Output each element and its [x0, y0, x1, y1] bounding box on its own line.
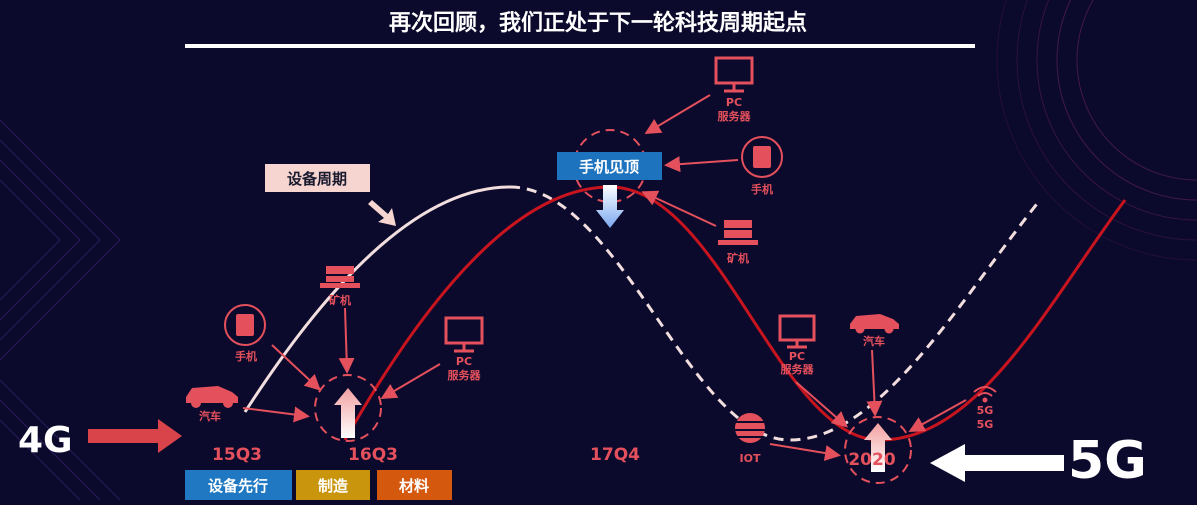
pc-label: PC [789, 350, 805, 363]
pointer-arrow-icon [368, 200, 396, 226]
car-label: 汽车 [863, 334, 885, 348]
legend-label: 设备先行 [208, 477, 268, 495]
timeline-label: 16Q3 [348, 445, 398, 465]
phone-peak-label: 手机见顶 [579, 158, 639, 176]
car-icon [850, 314, 899, 334]
device-cycle-curve-projected [509, 185, 1042, 442]
phone-icon [741, 136, 783, 178]
pc-label: PC [456, 355, 472, 368]
timeline-label: 15Q3 [212, 445, 262, 465]
phone-peak-callout [557, 152, 662, 180]
left-arrow-icon [930, 444, 1064, 482]
right-arrow-icon [88, 419, 182, 453]
5g-label: 5G [977, 404, 994, 417]
pc-label: PC [726, 96, 742, 109]
phone-icon [224, 304, 266, 346]
server-label: 服务器 [718, 109, 752, 123]
server-label: 服务器 [781, 362, 815, 376]
car-label: 汽车 [199, 409, 221, 423]
legend-manufacturing [296, 470, 370, 500]
up-arrow-icon [864, 423, 892, 472]
down-arrow-icon [596, 185, 624, 228]
legend-materials [377, 470, 452, 500]
cycle-next-circle [844, 416, 912, 484]
server-label: 服务器 [448, 368, 482, 382]
pc-server-icon [778, 314, 816, 349]
device-cycle-callout [265, 164, 370, 192]
phone-label: 手机 [235, 349, 257, 363]
industry-cycle-curve [343, 185, 1127, 442]
pc-server-icon [444, 316, 484, 353]
up-arrow-icon [334, 388, 362, 438]
timeline-label: 17Q4 [590, 445, 640, 465]
cycle-start-circle [314, 374, 382, 442]
legend-label: 材料 [399, 477, 429, 495]
device-cycle-curve [243, 185, 511, 413]
wifi-5g-icon [973, 386, 997, 403]
phone-label: 手机 [751, 182, 773, 196]
miner-label: 矿机 [329, 293, 351, 307]
connector-arrows [242, 94, 967, 461]
5g-sublabel: 5G [977, 418, 994, 431]
car-icon [186, 386, 238, 408]
4g-label: 4G [18, 420, 73, 461]
title-underline [185, 44, 975, 48]
device-cycle-label: 设备周期 [287, 170, 347, 188]
timeline-label: 2020 [848, 450, 895, 470]
miner-icon [718, 220, 758, 245]
iot-globe-icon [735, 413, 765, 443]
5g-label: 5G [1068, 431, 1147, 491]
page-title: 再次回顾，我们正处于下一轮科技周期起点 [389, 10, 807, 36]
pc-server-icon [714, 56, 754, 93]
iot-label: IOT [740, 452, 761, 465]
miner-icon [320, 266, 360, 288]
miner-label: 矿机 [727, 251, 749, 265]
legend-label: 制造 [318, 477, 348, 495]
legend-device-first [185, 470, 292, 500]
